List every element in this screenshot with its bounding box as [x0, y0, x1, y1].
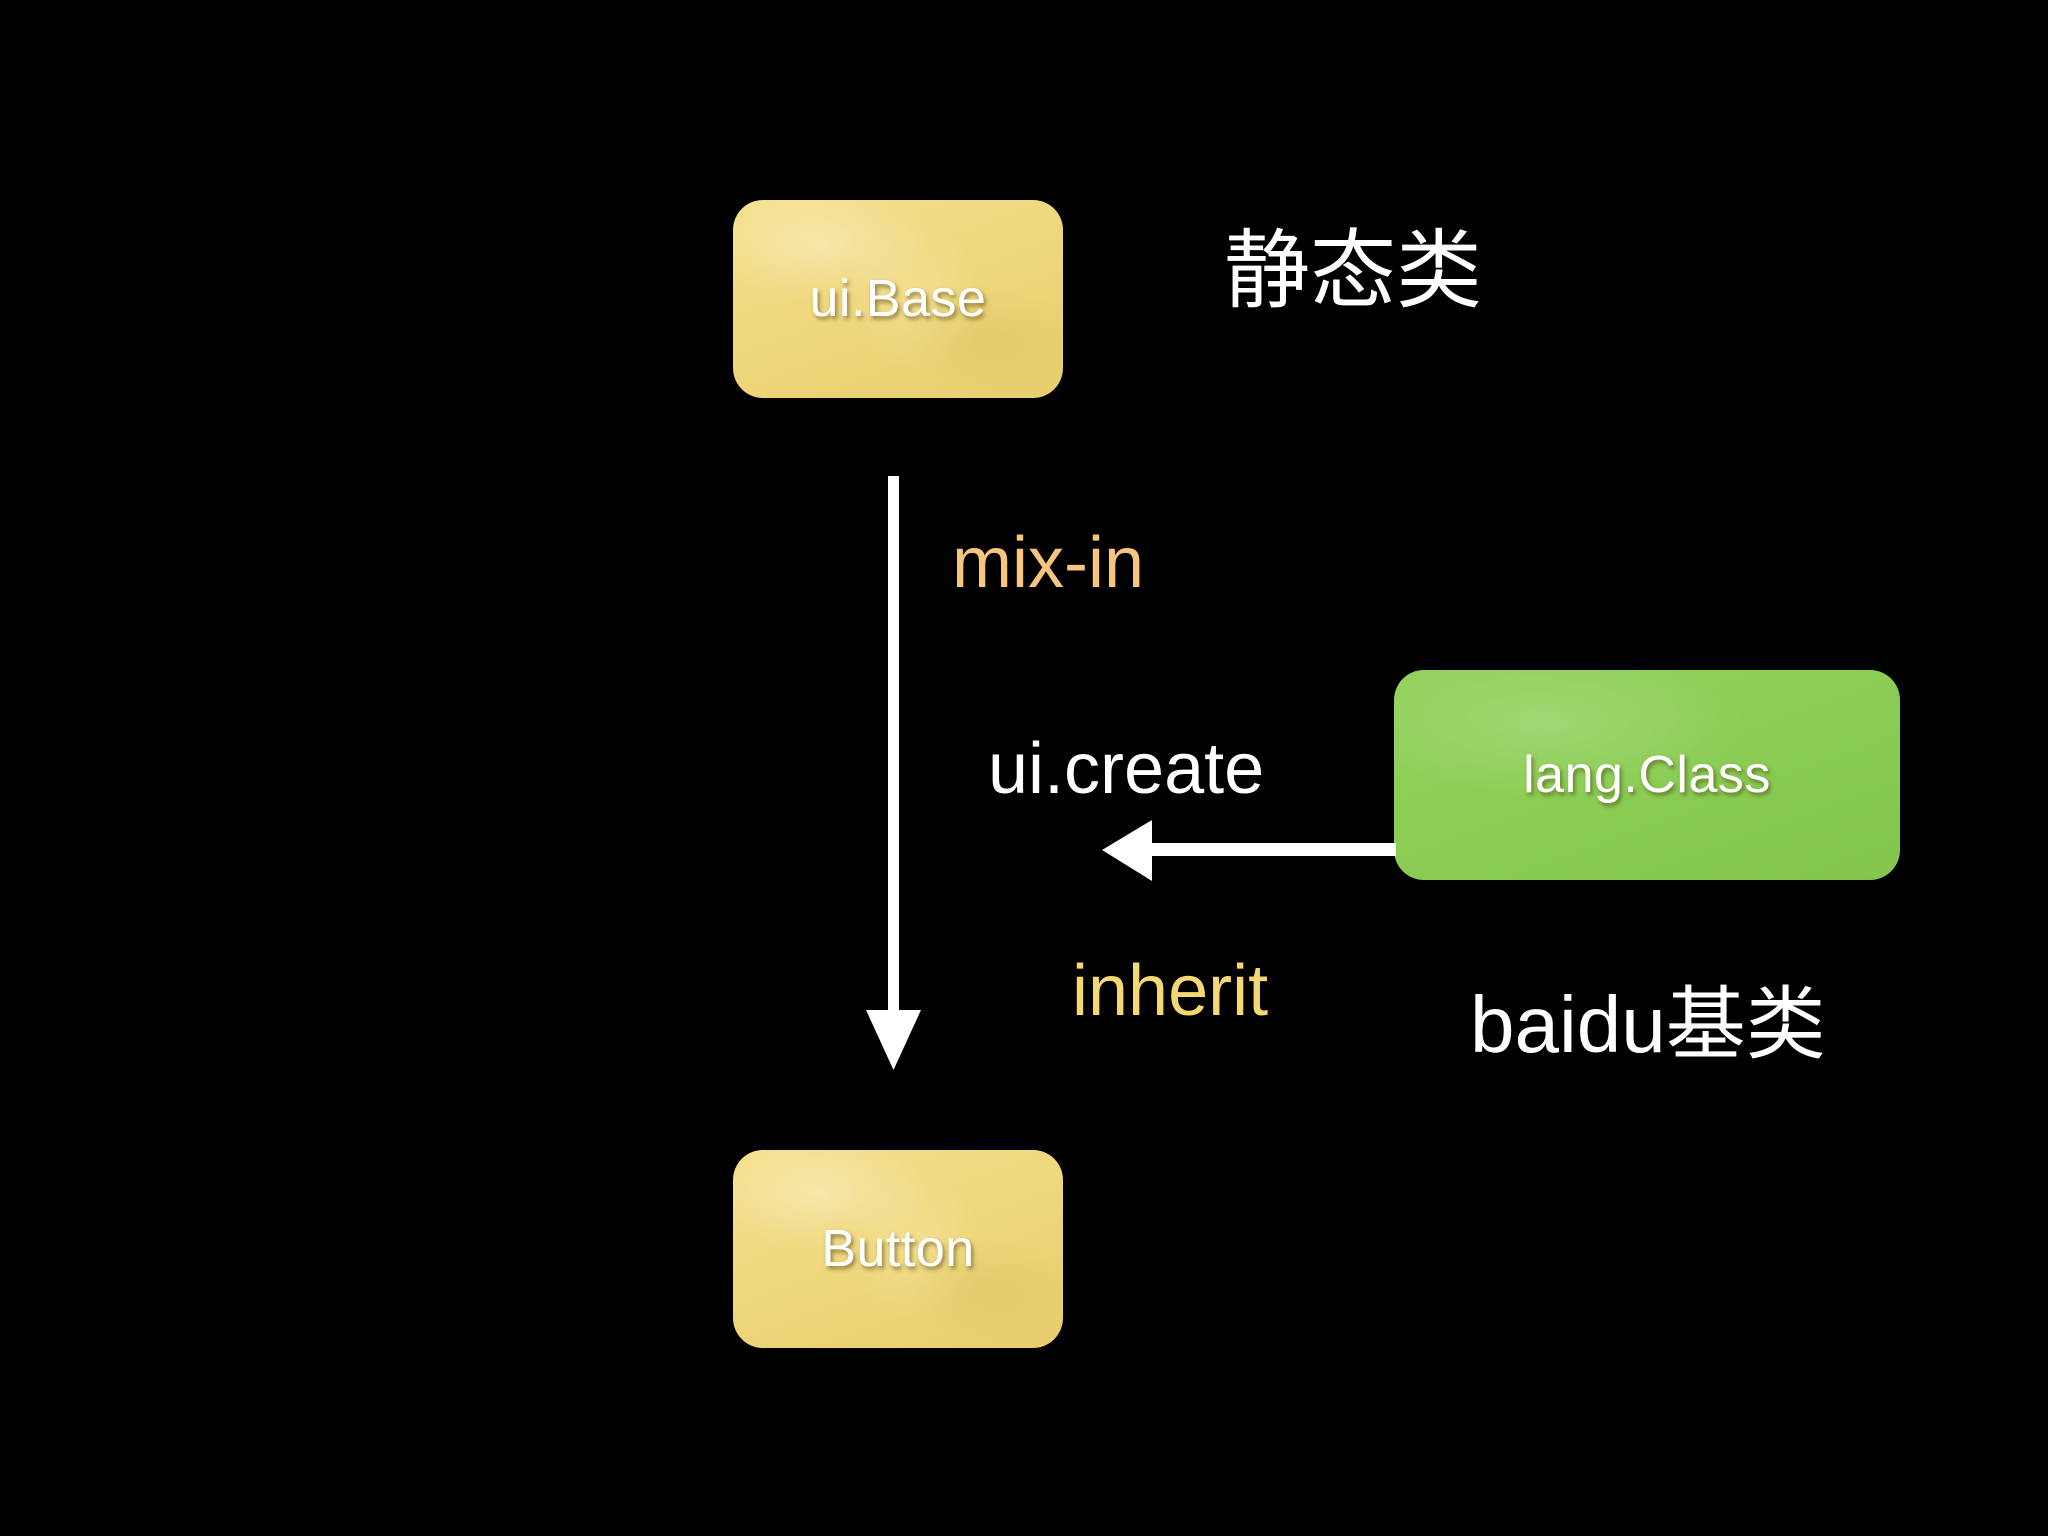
node-ui-base[interactable]: ui.Base	[733, 200, 1063, 398]
node-ui-base-label: ui.Base	[809, 270, 987, 328]
edge-label-mix-in: mix-in	[952, 523, 1144, 603]
arrow-mix-in-head	[866, 1010, 921, 1070]
arrow-ui-create-head	[1102, 820, 1152, 881]
node-button[interactable]: Button	[733, 1150, 1063, 1348]
annotation-baidu-base-class: baidu基类	[1470, 980, 1826, 1069]
arrow-ui-create-shaft	[1141, 843, 1396, 856]
node-lang-class[interactable]: lang.Class	[1394, 670, 1900, 880]
arrow-ui-create	[1102, 820, 1396, 881]
node-lang-class-label: lang.Class	[1523, 746, 1771, 804]
arrow-mix-in	[866, 476, 921, 1070]
annotation-static-class: 静态类	[1224, 223, 1482, 319]
annotation-inherit: inherit	[1072, 951, 1269, 1031]
edge-label-ui-create: ui.create	[988, 729, 1265, 809]
arrow-mix-in-shaft	[888, 476, 899, 1022]
node-button-label: Button	[821, 1220, 975, 1278]
